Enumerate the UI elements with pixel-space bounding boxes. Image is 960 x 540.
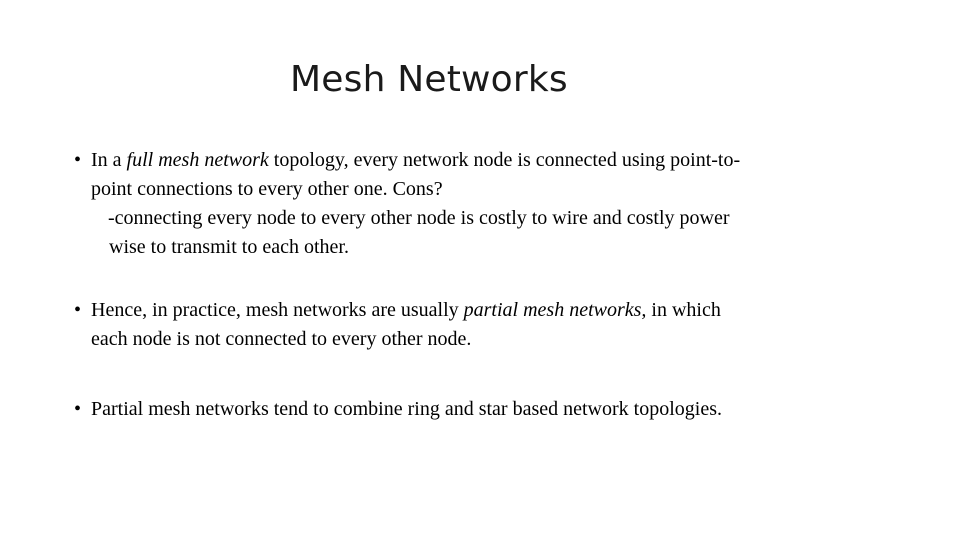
bullet-marker: • [74,149,82,171]
bullet-1-text-post: topology, every network node is connecte… [268,149,741,171]
bullet-1-sub-line-1: -connecting every node to every other no… [108,207,730,229]
bullet-1-sub-line-2: wise to transmit to each other. [109,236,349,258]
bullet-2-line-2: each node is not connected to every othe… [91,328,472,350]
bullet-marker: • [74,398,82,420]
bullet-2-text: Hence, in practice, mesh networks are us… [91,296,721,354]
bullet-3-line-1: Partial mesh networks tend to combine ri… [91,398,722,420]
bullet-1-text-pre: In a [91,149,127,171]
bullet-2-line-1: Hence, in practice, mesh networks are us… [91,296,721,325]
bullet-3-text: Partial mesh networks tend to combine ri… [91,395,722,424]
bullet-2-text-pre: Hence, in practice, mesh networks are us… [91,299,464,321]
slide-title: Mesh Networks [290,59,568,100]
bullet-2-text-post: in which [646,299,721,321]
bullet-1-emphasis: full mesh network [126,149,269,171]
bullet-marker: • [74,299,82,321]
bullet-1-text: In a full mesh network topology, every n… [91,146,740,204]
bullet-1-subpoint: -connecting every node to every other no… [108,204,729,262]
bullet-1-line-1: In a full mesh network topology, every n… [91,146,740,175]
bullet-2-emphasis: partial mesh networks, [463,299,647,321]
bullet-1-line-2: point connections to every other one. Co… [91,178,443,200]
